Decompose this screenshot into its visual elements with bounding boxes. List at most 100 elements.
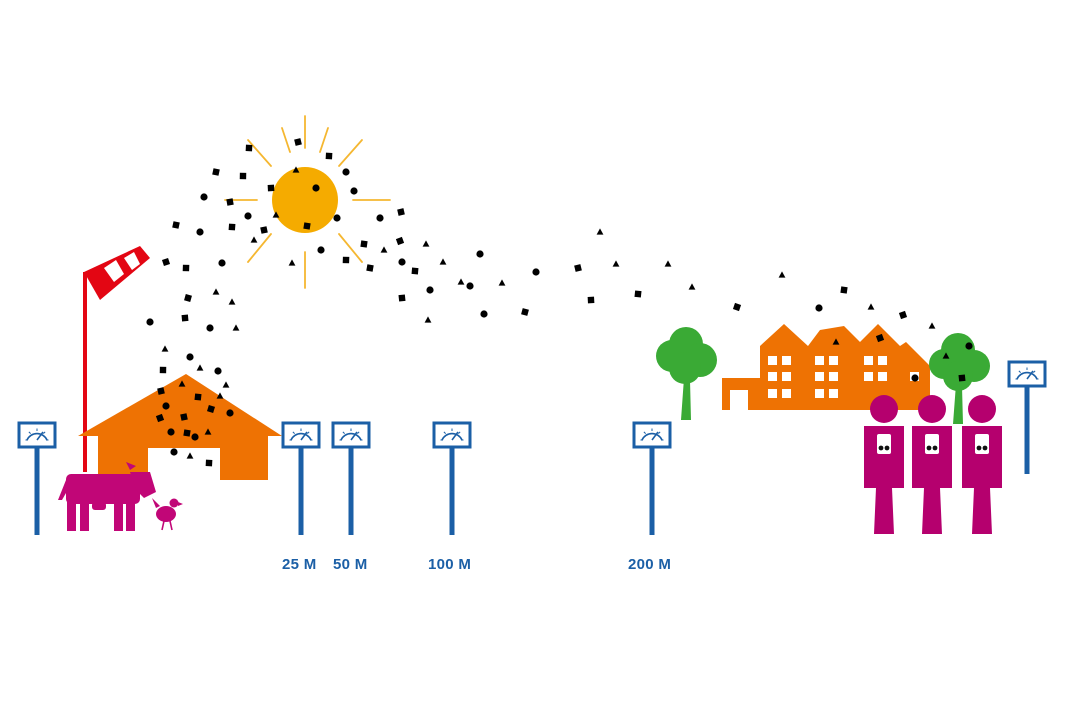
particle-icon (498, 279, 506, 286)
particle-icon (574, 264, 582, 272)
particle-icon (159, 366, 167, 374)
particle-icon (958, 374, 966, 382)
gauge-icon (331, 421, 371, 535)
distance-label-25m: 25 M (282, 556, 317, 573)
particle-icon (424, 316, 432, 323)
particle-icon (840, 286, 848, 294)
particle-icon (214, 367, 222, 375)
particle-icon (342, 256, 350, 264)
particle-icon (207, 405, 215, 413)
particle-icon (155, 413, 165, 423)
particle-icon (532, 268, 540, 276)
particle-icon (172, 221, 180, 229)
particle-icon (267, 184, 275, 192)
particle-icon (222, 381, 230, 388)
particle-icon (157, 387, 165, 395)
particle-icon (184, 294, 192, 302)
particle-icon (333, 214, 341, 222)
particle-icon (288, 259, 296, 266)
cow-icon (58, 462, 156, 531)
particle-icon (360, 240, 368, 248)
particle-icon (182, 264, 190, 272)
particle-icon (898, 310, 908, 320)
particle-icon (398, 258, 406, 266)
particle-icon (194, 393, 202, 401)
particle-icon (260, 226, 268, 234)
houses-icon (722, 324, 930, 410)
particle-icon (815, 304, 823, 312)
particle-icon (212, 288, 220, 295)
particle-icon (366, 264, 374, 272)
particle-icon (303, 222, 311, 230)
particle-icon (778, 271, 786, 278)
particle-icon (439, 258, 447, 265)
particle-icon (587, 296, 595, 304)
person-icon (962, 395, 1002, 534)
particle-icon (350, 187, 358, 195)
gauge-icon (17, 421, 57, 535)
particle-icon (312, 184, 320, 192)
tree-icon (656, 327, 717, 420)
particle-icon (250, 236, 258, 243)
particle-icon (832, 338, 840, 345)
particle-icon (342, 168, 350, 176)
particle-icon (232, 324, 240, 331)
distance-label-100m: 100 M (428, 556, 472, 573)
particle-icon (688, 283, 696, 290)
particle-icon (196, 228, 204, 236)
particle-icon (521, 308, 529, 316)
particle-icon (466, 282, 474, 290)
particle-icon (325, 152, 333, 160)
gauge-icon (1007, 360, 1047, 474)
particle-icon (612, 260, 620, 267)
particle-icon (867, 303, 875, 310)
gauge-icon (632, 421, 672, 535)
particle-icon (226, 198, 234, 206)
particle-icon (245, 144, 253, 152)
particle-icon (162, 402, 170, 410)
particle-icon (206, 324, 214, 332)
particle-icon (875, 333, 885, 343)
particle-icon (292, 166, 300, 173)
particle-icon (664, 260, 672, 267)
particle-icon (161, 345, 169, 352)
gauge-icon (281, 421, 321, 535)
tree-icon (929, 333, 990, 424)
particle-icon (191, 433, 199, 441)
particle-icon (928, 322, 936, 329)
particle-icon (380, 246, 388, 253)
particle-icon (376, 214, 384, 222)
particle-icon (596, 228, 604, 235)
gauge-icon (432, 421, 472, 535)
particle-icon (397, 208, 405, 216)
particle-icon (167, 428, 175, 436)
particle-icon (942, 352, 950, 359)
particle-icon (178, 380, 186, 387)
particle-icon (180, 413, 188, 421)
particle-icon (244, 212, 252, 220)
particle-icon (228, 223, 236, 231)
particle-icon (204, 428, 212, 435)
particle-icon (226, 409, 234, 417)
particle-icon (181, 314, 189, 322)
gauge-group (17, 360, 1047, 535)
particle-icon (911, 374, 919, 382)
particle-icon (476, 250, 484, 258)
particle-icon (395, 236, 405, 246)
windsock-icon (83, 246, 150, 472)
particle-icon (239, 172, 247, 180)
particle-icon (186, 452, 194, 459)
particle-icon (317, 246, 325, 254)
particle-icon (196, 364, 204, 371)
sun-icon (224, 115, 391, 289)
person-icon (912, 395, 952, 534)
particle-icon (732, 302, 742, 312)
particle-icon (294, 138, 302, 146)
person-icon (864, 395, 904, 534)
particle-icon (218, 259, 226, 267)
barn-icon (78, 374, 282, 480)
particle-icon (200, 193, 208, 201)
particle-icon (161, 257, 171, 267)
